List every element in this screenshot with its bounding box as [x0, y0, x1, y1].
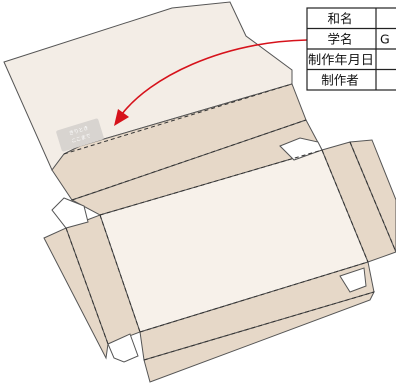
fold-lines [63, 83, 396, 361]
table-key-wamei: 和名 [327, 11, 352, 26]
corner-tab-bottom-left [107, 333, 139, 363]
corner-tab-top-left [51, 197, 89, 229]
info-table: 和名 学名 G 制作年月日 制作者 [306, 7, 396, 91]
lid-label-patch [56, 118, 104, 152]
table-key-author: 制作者 [321, 73, 359, 88]
table-value-gakumei: G [380, 32, 390, 47]
corner-tab-top-right [279, 137, 323, 161]
fold-line [99, 149, 323, 216]
arrow-head [114, 109, 129, 126]
lid-label-line-2: ここまで [71, 133, 92, 145]
corner-tab-bottom-right [339, 267, 367, 293]
fold-line [63, 83, 293, 155]
fold-line [139, 261, 369, 333]
fold-line [321, 149, 369, 263]
fold-line [143, 291, 375, 361]
pointer-arrow [121, 39, 308, 115]
fold-line [349, 141, 396, 253]
table-key-date: 制作年月日 [308, 52, 374, 67]
bottom-outer-flap [143, 291, 375, 383]
table-key-gakumei: 学名 [327, 32, 352, 47]
fold-line [71, 119, 307, 201]
